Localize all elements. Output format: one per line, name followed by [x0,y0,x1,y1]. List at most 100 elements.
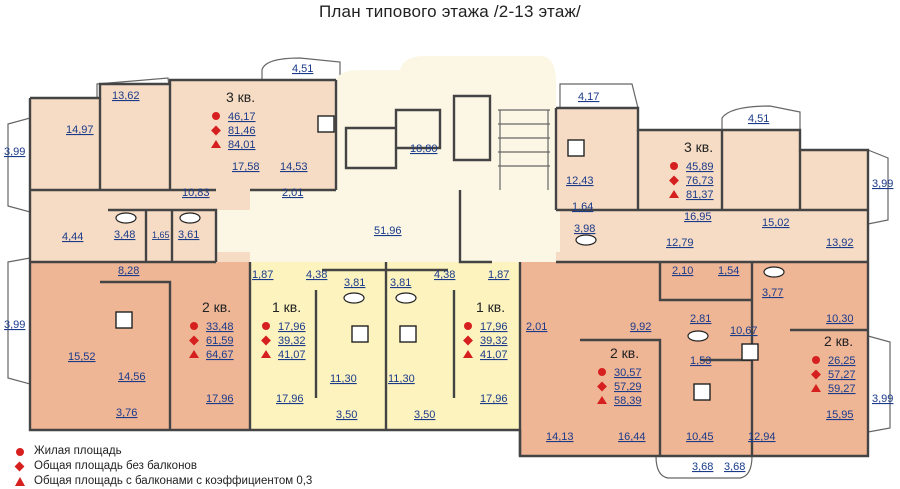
balcony-top-small [261,57,341,81]
room-area: 3,68 [692,461,713,473]
apartment-label: 1 кв. [476,299,505,315]
room-area: 1,87 [488,269,509,281]
room-area: 4,17 [578,91,599,103]
room-area: 13,62 [112,90,140,102]
apartment-label: 3 кв. [226,89,255,105]
legend-item-with-balcony: Общая площадь с балконами с коэффициенто… [14,474,312,489]
balcony-bottom-right [655,455,753,479]
living-area-marker [262,322,270,330]
apartment-stats: 3 кв. 46,17 81,46 84,01 3 кв. 45,89 76,7… [189,89,856,407]
stove-icon [115,311,133,329]
apartment-block: 2 кв. 33,48 61,59 64,67 [189,299,234,361]
living-area: 45,89 [686,161,714,173]
room-area: 15,52 [68,351,96,363]
apartment-block: 2 кв. 26,25 57,27 59,27 [811,333,856,395]
total-area-with-balcony: 58,39 [614,395,642,407]
total-area-with-balcony: 41,07 [480,349,508,361]
room-area: 1,64 [572,201,593,213]
room-area: 2,01 [282,187,303,199]
apartment-label: 3 кв. [684,139,713,155]
apartment-1-left-fill [250,262,386,430]
total-area-no-balcony: 61,59 [206,335,234,347]
total-area-with-balcony: 84,01 [228,139,256,151]
room-area: 1,65 [152,230,170,240]
bath-icon [343,292,365,304]
apartment-block: 2 кв. 30,57 57,29 58,39 [597,345,642,407]
living-area: 17,96 [278,321,306,333]
total-balcony-marker [811,384,821,392]
total-area-no-balcony: 81,46 [228,125,256,137]
room-area: 14,56 [118,371,146,383]
total-area-no-balcony: 76,73 [686,175,714,187]
room-area: 2,01 [526,321,547,333]
room-area: 16,44 [618,431,646,443]
walls [28,78,870,458]
diamond-icon [14,461,28,473]
total-area-no-balcony: 57,29 [614,381,642,393]
apartment-2-mid-fill [520,262,752,456]
room-area: 11,30 [330,373,357,385]
fixtures [115,115,785,401]
room-area: 17,96 [276,393,304,405]
room-area: 1,53 [690,355,711,367]
living-area-marker [670,162,678,170]
apartment-label: 2 кв. [202,299,231,315]
total-area-marker [811,369,821,380]
room-area: 3,99 [872,393,893,405]
room-area: 13,92 [826,237,854,249]
legend: Жилая площадь Общая площадь без балконов… [14,444,312,489]
room-area: 15,95 [826,409,854,421]
room-area: 4,51 [748,113,769,125]
room-area: 4,38 [434,269,455,281]
balcony-left-top [7,117,31,213]
balcony-right-bottom [867,335,891,433]
room-area: 10,45 [686,431,714,443]
bath-icon [115,212,137,224]
apartment-2-right-fill [752,262,868,456]
room-area: 1,87 [252,269,273,281]
apartment-label: 2 кв. [610,345,639,361]
room-area: 12,94 [748,431,776,443]
living-area-marker [598,368,606,376]
room-area: 3,68 [724,461,745,473]
living-area: 26,25 [828,355,856,367]
stove-icon [693,383,711,401]
bath-icon [575,234,597,246]
room-area-labels: 4,51 13,62 14,97 3,99 17,58 14,53 2,01 1… [4,63,893,473]
room-area: 3,99 [872,178,893,190]
corridor-strip [216,210,560,252]
room-area: 3,48 [114,229,135,241]
room-area: 4,51 [292,63,313,75]
apartment-block: 3 кв. 45,89 76,73 81,37 [669,139,714,201]
room-area: 4,44 [62,231,83,243]
zones [7,56,891,479]
room-area: 10,83 [182,187,210,199]
room-area: 1,54 [718,265,739,277]
apartment-block: 3 кв. 46,17 81,46 84,01 [211,89,256,151]
stove-icon [567,139,585,157]
bath-icon [395,292,417,304]
room-area: 17,96 [206,393,234,405]
living-area: 17,96 [480,321,508,333]
legend-item-living: Жилая площадь [14,444,312,459]
room-area: 14,97 [66,124,94,136]
apartment-label: 2 кв. [824,333,853,349]
stove-icon [741,343,759,361]
room-area: 18,80 [410,143,438,155]
bath-icon [179,212,201,224]
room-area: 11,30 [388,373,415,385]
total-balcony-marker [597,396,607,404]
living-area-marker [812,356,820,364]
room-area: 3,77 [762,287,783,299]
total-area-with-balcony: 41,07 [278,349,306,361]
balcony-top-right2 [721,105,801,131]
bath-icon [687,330,709,342]
living-area: 33,48 [206,321,234,333]
legend-item-no-balcony: Общая площадь без балконов [14,459,312,474]
total-area-marker [669,175,679,186]
total-area-with-balcony: 64,67 [206,349,234,361]
legend-text: Жилая площадь [34,445,122,457]
room-area: 10,67 [730,325,758,337]
total-balcony-marker [211,140,221,148]
room-area: 16,95 [684,211,712,223]
